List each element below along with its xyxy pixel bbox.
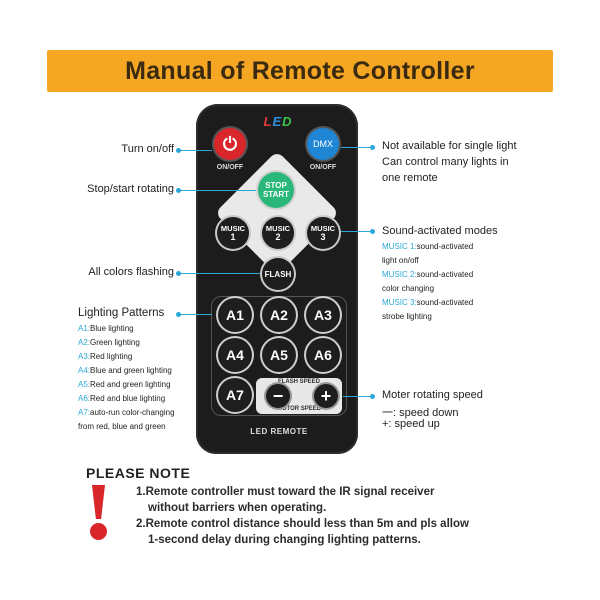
pattern-desc-a5: A5:Red and green lighting	[78, 380, 171, 389]
turn-onoff-label: Turn on/off	[121, 143, 174, 155]
flash-button[interactable]: FLASH	[262, 258, 294, 290]
dmx-note-line	[341, 147, 373, 148]
note-2-line2: 1-second delay during changing lighting …	[148, 534, 421, 546]
dmx-note-line1: Not available for single light	[382, 140, 517, 152]
power-button[interactable]: ⏻	[214, 128, 246, 160]
pattern-a1-button[interactable]: A1	[218, 298, 252, 332]
stop-start-label: Stop/start rotating	[87, 183, 174, 195]
title-banner	[47, 50, 553, 92]
turn-onoff-dot	[176, 148, 181, 153]
lighting-patterns-title: Lighting Patterns	[78, 307, 165, 319]
page-title: Manual of Remote Controller	[125, 57, 475, 85]
pattern-a6-button[interactable]: A6	[306, 338, 340, 372]
dmx-note-line2: Can control many lights in	[382, 156, 509, 168]
plus-icon: +	[320, 386, 332, 406]
note-2-line1: 2.Remote control distance should less th…	[136, 518, 469, 530]
lighting-patterns-dot	[176, 312, 181, 317]
dmx-note-line3: one remote	[382, 172, 438, 184]
pattern-a2-button[interactable]: A2	[262, 298, 296, 332]
note-1-line1: 1.Remote controller must toward the IR s…	[136, 486, 435, 498]
sound-modes-line	[341, 231, 373, 232]
motor-speed-title: Moter rotating speed	[382, 389, 483, 401]
motor-speed-up: +: speed up	[382, 418, 440, 430]
all-colors-line	[178, 273, 260, 274]
sound-desc-music1-b: light on/off	[382, 256, 419, 265]
all-colors-dot	[176, 271, 181, 276]
pattern-desc-a1: A1:Blue lighting	[78, 324, 134, 333]
lighting-patterns-line	[178, 314, 212, 315]
flash-speed-label: FLASH SPEED	[277, 379, 320, 385]
pattern-desc-a2: A2:Green lighting	[78, 338, 140, 347]
pattern-desc-a7-extra: from red, blue and green	[78, 422, 166, 431]
motor-speed-line	[343, 396, 373, 397]
sound-desc-music2-b: color changing	[382, 284, 435, 293]
stop-start-line	[178, 190, 256, 191]
pattern-a7-button[interactable]: A7	[218, 378, 252, 412]
stop-start-dot	[176, 188, 181, 193]
minus-icon: −	[272, 386, 284, 406]
pattern-desc-a6: A6:Red and blue lighting	[78, 394, 166, 403]
power-onoff-label: ON/OFF	[216, 164, 244, 171]
sound-desc-music3: MUSIC 3:sound-activated	[382, 298, 474, 307]
exclamation-icon-dot	[90, 523, 107, 540]
pattern-grid-frame	[211, 296, 347, 416]
speed-up-button[interactable]: +	[314, 384, 338, 408]
motor-speed-label: MOTOR SPEED	[276, 406, 322, 412]
speed-down-button[interactable]: −	[266, 384, 290, 408]
remote-brand-label: LED REMOTE	[250, 427, 308, 436]
dmx-button[interactable]: DMX	[307, 128, 339, 160]
motor-speed-down: 一: speed down	[382, 407, 459, 419]
led-logo: LED	[263, 114, 293, 129]
pattern-a3-button[interactable]: A3	[306, 298, 340, 332]
sound-desc-music2: MUSIC 2:sound-activated	[382, 270, 474, 279]
pattern-a4-button[interactable]: A4	[218, 338, 252, 372]
pattern-desc-a4: A4:Blue and green lighting	[78, 366, 172, 375]
turn-onoff-line	[178, 150, 212, 151]
pattern-a5-button[interactable]: A5	[262, 338, 296, 372]
pattern-desc-a7: A7:auto-run color-changing	[78, 408, 175, 417]
dmx-onoff-label: ON/OFF	[309, 164, 337, 171]
sound-desc-music1: MUSIC 1:sound-activated	[382, 242, 474, 251]
please-note-title: PLEASE NOTE	[86, 465, 191, 481]
pattern-desc-a3: A3:Red lighting	[78, 352, 133, 361]
note-1-line2: without barriers when operating.	[148, 502, 327, 514]
power-icon: ⏻	[222, 133, 238, 154]
sound-desc-music3-b: strobe lighting	[382, 312, 432, 321]
all-colors-label: All colors flashing	[88, 266, 174, 278]
exclamation-icon	[92, 485, 105, 519]
sound-modes-title: Sound-activated modes	[382, 225, 498, 237]
